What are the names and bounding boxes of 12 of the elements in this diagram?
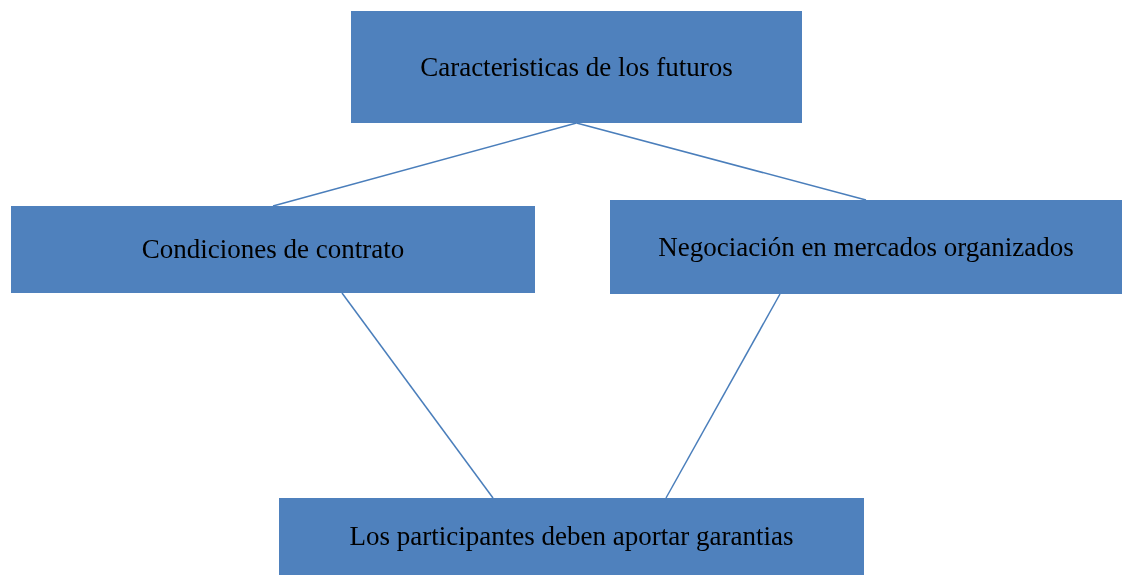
process-box (279, 498, 864, 575)
process-box (351, 11, 802, 123)
box-label: Condiciones de contrato (141, 234, 405, 265)
box-label: Los participantes deben aportar garantias (349, 521, 794, 552)
process-box (610, 200, 1122, 294)
connector-line (665, 293, 781, 499)
box-label: Caracteristicas de los futuros (420, 51, 733, 83)
connector-line (341, 292, 494, 499)
box-label: Negociación en mercados organizados (658, 231, 1074, 263)
connector-line (272, 122, 578, 207)
connector-line (575, 122, 867, 201)
process-box (11, 206, 535, 293)
